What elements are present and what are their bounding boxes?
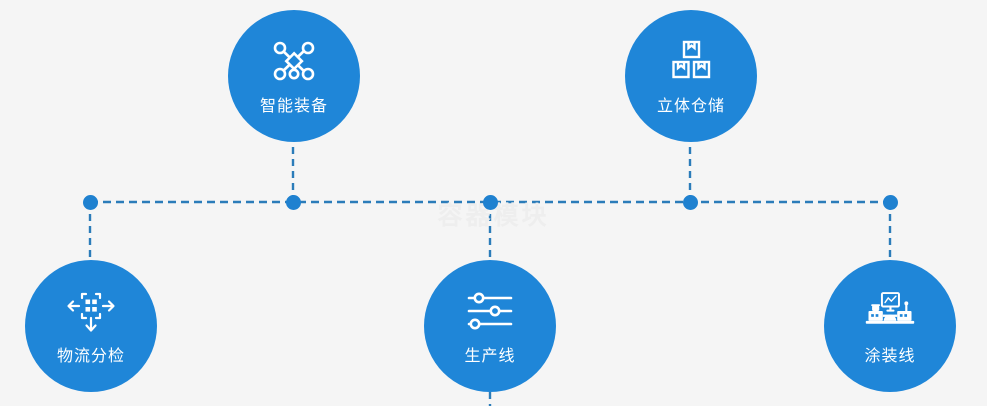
node-production[interactable]: 生产线 xyxy=(424,260,556,392)
node-label-logistics: 物流分检 xyxy=(56,348,125,365)
sorting-arrows-icon xyxy=(65,287,117,335)
node-equipment[interactable]: 智能装备 xyxy=(228,10,360,142)
node-warehouse[interactable]: 立体仓储 xyxy=(625,10,757,142)
node-label-equipment: 智能装备 xyxy=(259,98,328,115)
node-painting[interactable]: 涂装线 xyxy=(824,260,956,392)
node-logistics[interactable]: 物流分检 xyxy=(25,260,157,392)
node-label-painting: 涂装线 xyxy=(864,348,916,365)
junction-warehouse xyxy=(682,194,698,210)
junction-logistics xyxy=(82,194,98,210)
junction-painting xyxy=(882,194,898,210)
factory-monitor-icon xyxy=(864,287,916,335)
network-nodes-icon xyxy=(268,37,320,85)
sliders-icon xyxy=(464,287,516,335)
node-label-production: 生产线 xyxy=(464,348,516,365)
node-label-warehouse: 立体仓储 xyxy=(656,98,725,115)
junction-production xyxy=(482,194,498,210)
junction-equipment xyxy=(285,194,301,210)
stacked-boxes-icon xyxy=(665,37,717,85)
